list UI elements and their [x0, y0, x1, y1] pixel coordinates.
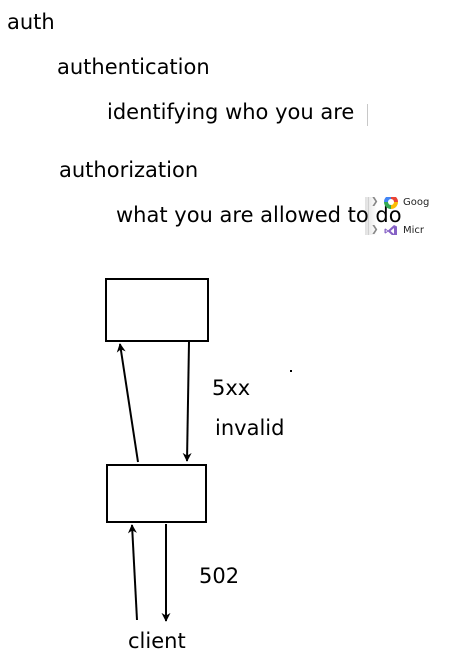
google-favicon-icon	[384, 197, 398, 209]
text-cursor-mark	[367, 104, 368, 126]
gateway-box	[106, 464, 207, 523]
stray-dot	[290, 370, 292, 372]
note-authentication: authentication	[57, 55, 210, 79]
browser-sidebar-fragment: ❯ Goog ❯ Micr	[365, 197, 445, 235]
note-auth: auth	[7, 10, 55, 34]
fragment-item-label: Goog	[403, 197, 430, 208]
arrow-gateway-to-server	[116, 343, 139, 463]
note-authentication-definition: identifying who you are	[107, 100, 355, 124]
upstream-server-box	[105, 278, 209, 342]
fragment-item-google[interactable]: ❯ Goog	[371, 197, 429, 209]
fragment-item-label: Micr	[403, 224, 425, 236]
label-client: client	[128, 629, 186, 653]
label-502: 502	[199, 564, 240, 588]
label-invalid: invalid	[215, 416, 285, 440]
note-authorization-definition: what you are allowed to do	[116, 203, 402, 227]
fragment-divider	[368, 197, 369, 235]
label-5xx: 5xx	[212, 376, 251, 400]
note-authorization: authorization	[59, 158, 199, 182]
arrow-server-to-gateway	[182, 341, 192, 462]
visual-studio-icon	[384, 223, 398, 235]
chevron-right-icon: ❯	[371, 197, 379, 207]
fragment-item-microsoft[interactable]: ❯ Micr	[371, 223, 424, 235]
arrow-client-to-gateway	[127, 524, 138, 621]
chevron-right-icon: ❯	[371, 225, 379, 235]
